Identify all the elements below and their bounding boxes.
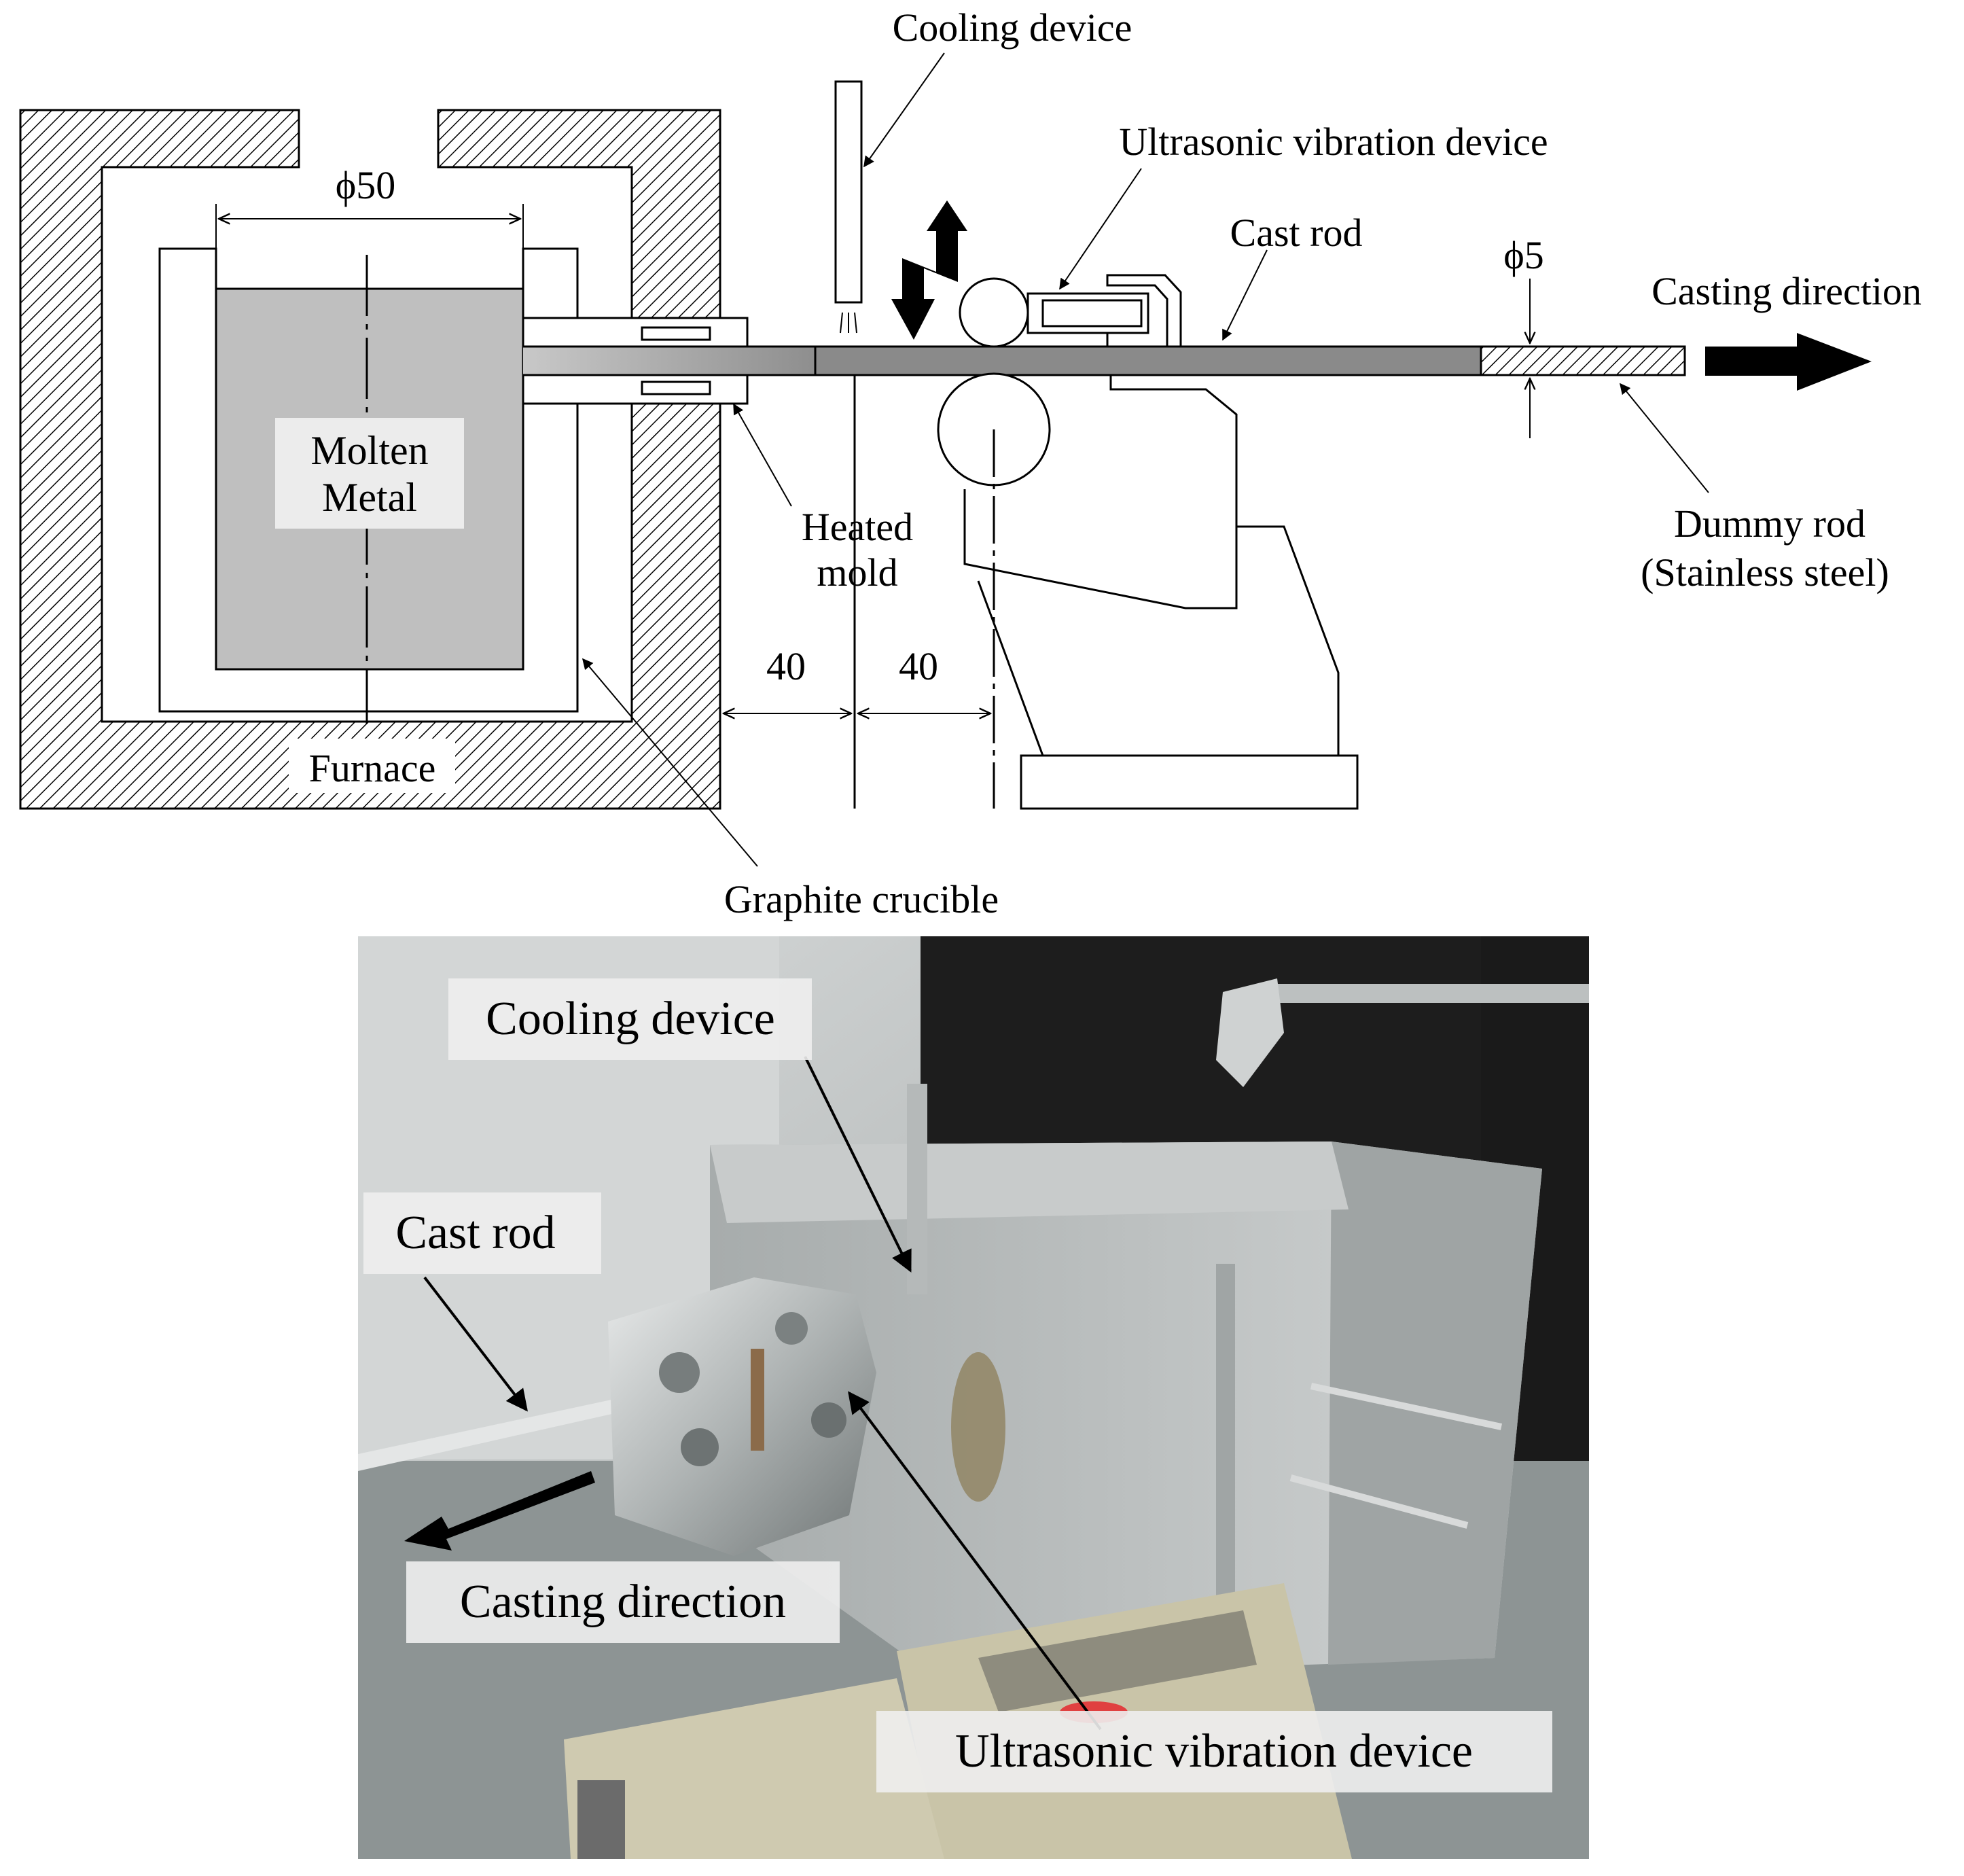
photo-label-cooling-device: Cooling device (486, 993, 775, 1045)
dummy-rod (1480, 345, 1686, 376)
photo-leader-lines (423, 1056, 1102, 1731)
label-dummy-rod-1: Dummy rod (1674, 501, 1865, 546)
label-furnace: Furnace (309, 746, 436, 790)
photo-label-bg-cast-rod (363, 1192, 601, 1274)
upper-roller (959, 277, 1029, 348)
photo-label-cast-rod: Cast rod (395, 1207, 555, 1259)
support-leg (977, 525, 1340, 757)
schematic-diagram: Cooling device Ultrasonic vibration devi… (19, 5, 1922, 921)
base-plate (1020, 754, 1359, 810)
furnace-label-bg (289, 739, 455, 793)
label-dummy-rod-2: (Stainless steel) (1641, 550, 1889, 595)
apparatus-photo: Cooling device Cast rod Casting directio… (358, 936, 1589, 1859)
cooling-device-shape (834, 80, 863, 304)
photo-label-bg-casting (406, 1561, 840, 1643)
ultrasonic-horn (1026, 292, 1149, 334)
cast-rod-gradient (523, 347, 836, 375)
label-graphite-crucible: Graphite crucible (724, 877, 999, 921)
label-heated-mold-1: Heated (802, 505, 913, 549)
label-casting-direction: Casting direction (1651, 269, 1922, 313)
photo-label-casting-direction: Casting direction (460, 1576, 786, 1628)
photo-label-bg-ultrasonic (876, 1711, 1552, 1792)
support-frame (963, 375, 1238, 609)
vibration-arrow-icon (891, 200, 967, 340)
label-ultrasonic-device: Ultrasonic vibration device (1119, 120, 1548, 164)
leader-lines (582, 52, 1709, 867)
heated-mold-lower (522, 374, 749, 405)
label-molten-metal-1: Molten (310, 428, 428, 473)
casting-direction-arrow-icon (1705, 333, 1872, 391)
label-heated-mold-2: mold (817, 550, 897, 595)
photo-label-bg-cooling (448, 978, 812, 1060)
label-cooling-device: Cooling device (893, 5, 1132, 50)
photo-cast-rod (358, 1400, 615, 1471)
photo-label-ultrasonic-device: Ultrasonic vibration device (955, 1725, 1473, 1777)
dimension-phi50 (215, 204, 524, 289)
heated-mold-upper (522, 317, 749, 348)
photo-casting-direction-arrow-icon (404, 1471, 595, 1551)
photo-ultrasonic-mechanism (608, 1277, 876, 1556)
label-phi50: ϕ50 (336, 163, 396, 207)
heater-upper (641, 326, 711, 341)
label-cast-rod: Cast rod (1230, 211, 1363, 255)
label-dim-40-left: 40 (766, 644, 806, 688)
heater-lower (641, 380, 711, 395)
cast-rod (814, 345, 1482, 376)
label-phi5: ϕ5 (1503, 233, 1544, 277)
ultrasonic-bracket (1106, 274, 1182, 348)
cooling-spray (840, 312, 857, 334)
molten-metal-label-bg (275, 418, 464, 529)
label-dim-40-right: 40 (899, 644, 938, 688)
label-molten-metal-2: Metal (322, 475, 417, 520)
